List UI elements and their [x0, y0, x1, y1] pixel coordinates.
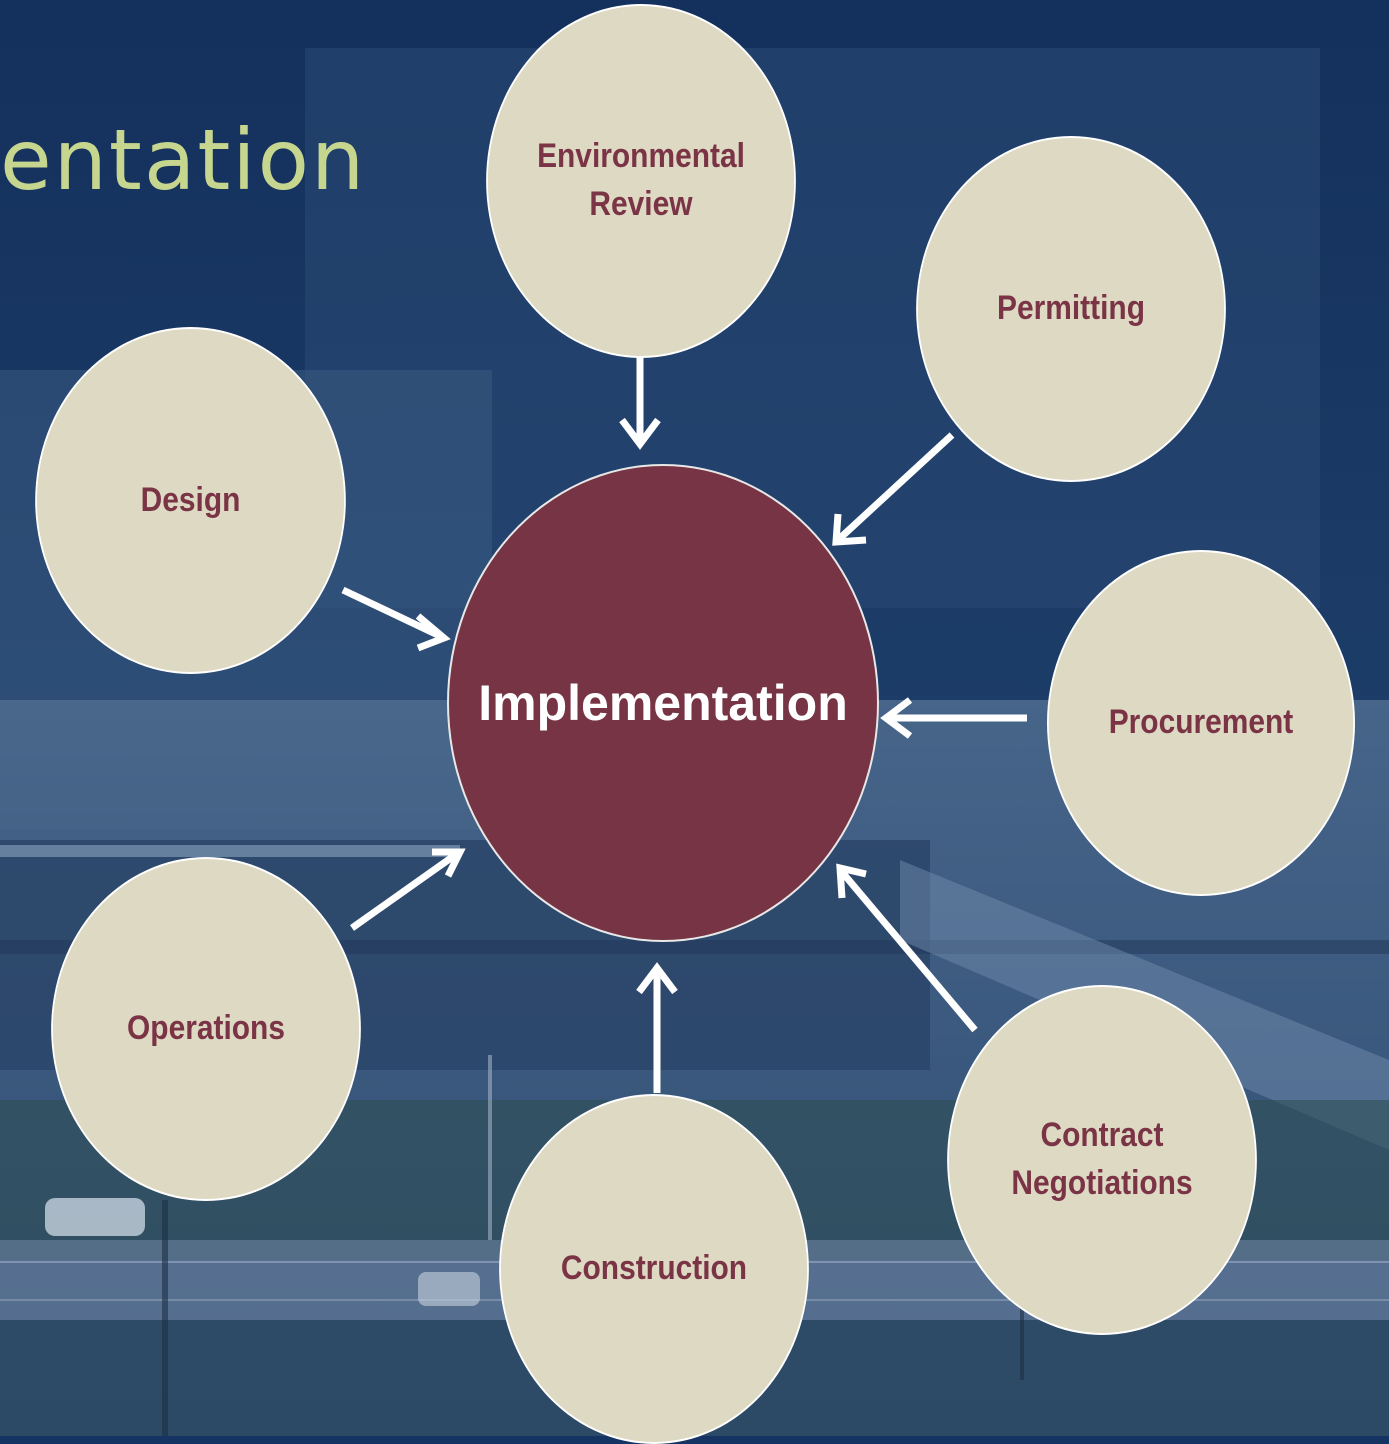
contract-negotiations-label-line2: Negotiations — [1011, 1164, 1193, 1202]
design-node: Design — [35, 327, 346, 674]
design-label: Design — [140, 480, 241, 519]
arrow-construction — [636, 962, 678, 1093]
construction-node: Construction — [499, 1094, 809, 1444]
arrow-design — [341, 586, 451, 652]
construction-label: Construction — [560, 1249, 748, 1288]
arrow-permitting — [832, 432, 955, 546]
contract-negotiations-label-line1: Contract — [1040, 1116, 1164, 1155]
procurement-node: Procurement — [1047, 550, 1355, 896]
environmental-review-node: Environmental Review — [486, 4, 796, 358]
environmental-review-label-line2: Review — [589, 185, 693, 223]
operations-label: Operations — [127, 1009, 285, 1048]
arrow-contract-negotiations — [836, 863, 978, 1033]
implementation-label: Implementation — [478, 675, 848, 731]
permitting-label: Permitting — [997, 289, 1145, 328]
procurement-label: Procurement — [1108, 703, 1294, 742]
implementation-node: Implementation — [447, 464, 879, 942]
permitting-node: Permitting — [916, 136, 1226, 482]
arrow-operations — [349, 848, 466, 931]
arrow-procurement — [880, 697, 1027, 739]
arrow-environmental-review — [619, 350, 661, 450]
slide-title-fragment: entation — [0, 111, 367, 209]
operations-node: Operations — [51, 857, 361, 1201]
contract-negotiations-node: Contract Negotiations — [947, 985, 1257, 1335]
environmental-review-label-line1: Environmental — [537, 137, 745, 176]
